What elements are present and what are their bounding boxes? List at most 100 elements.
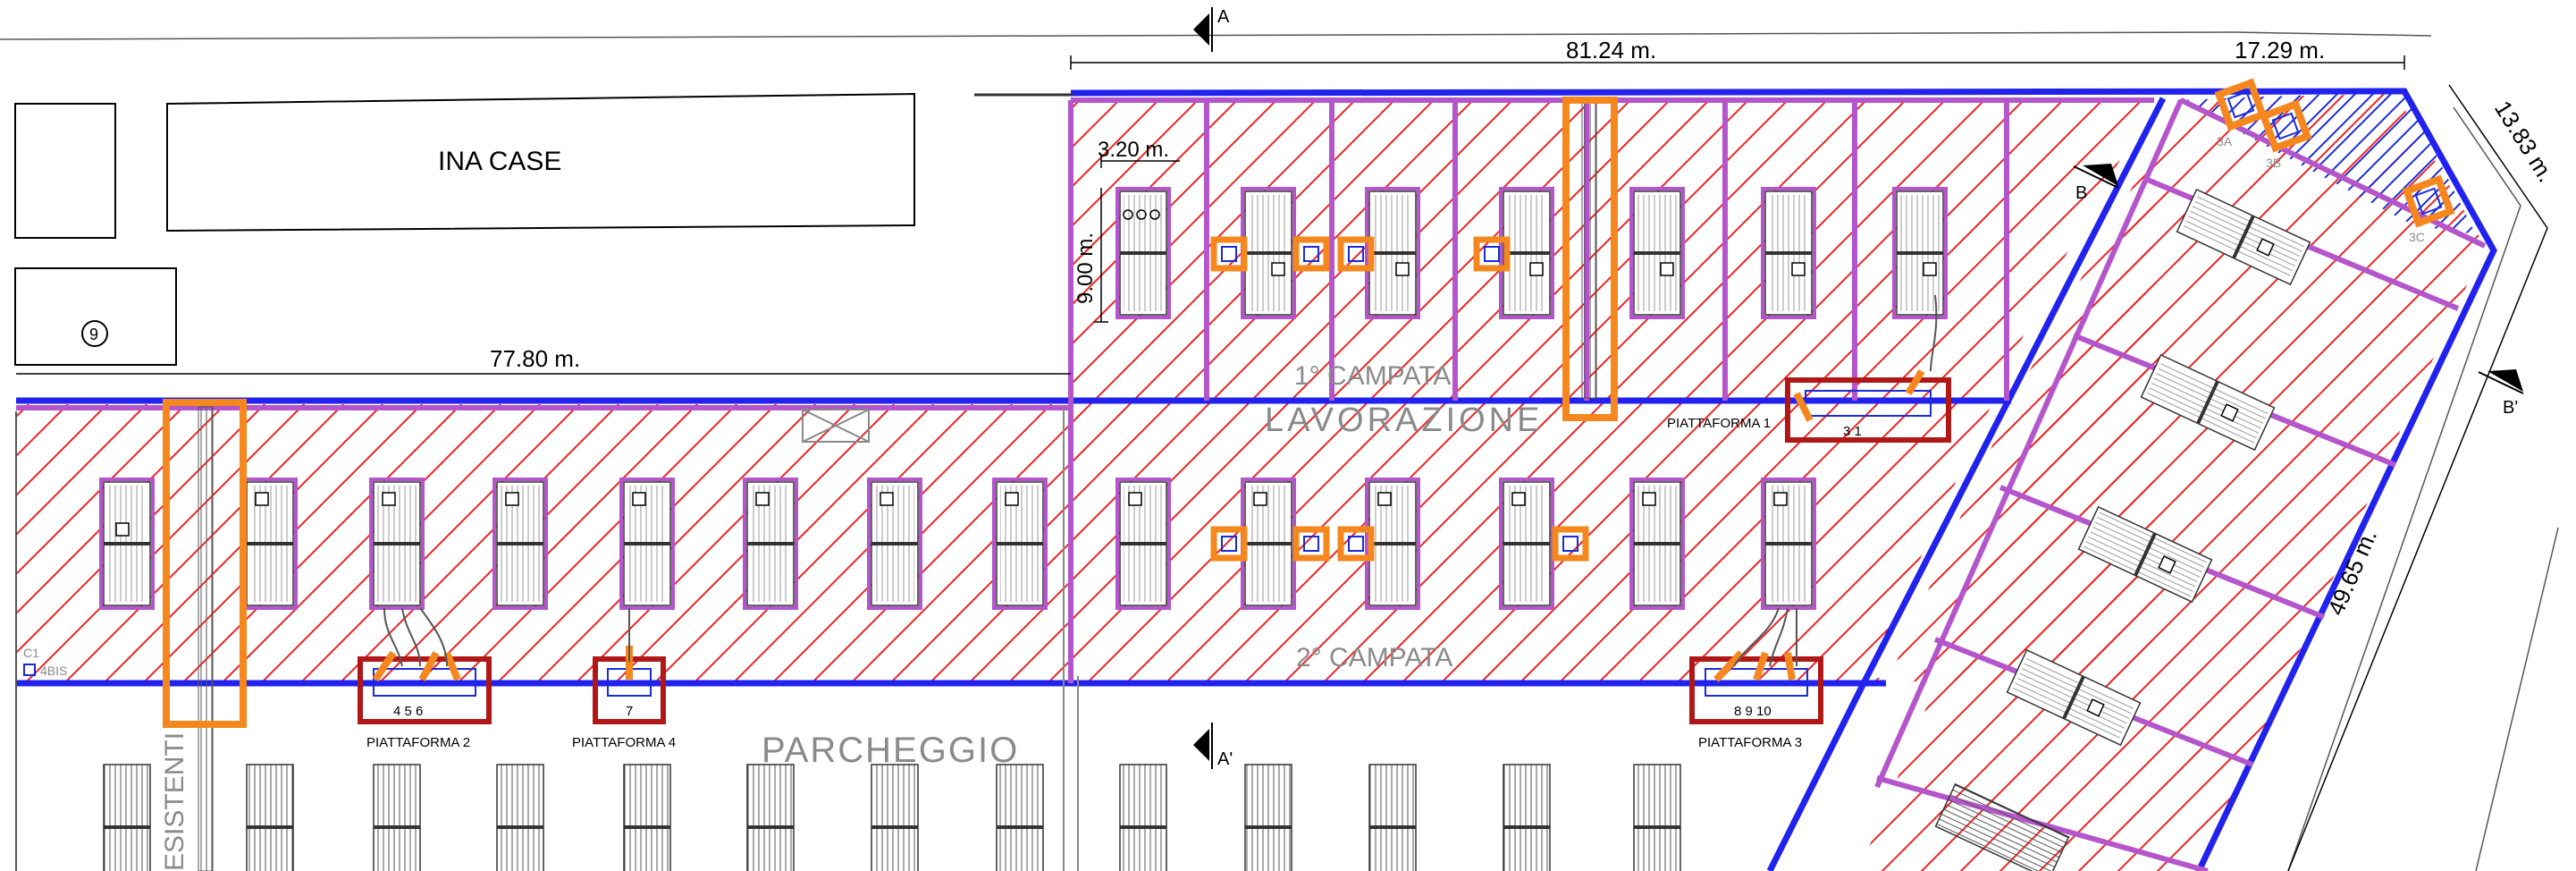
section-b-prime-label: B'	[2503, 398, 2518, 418]
section-a-prime-label: A'	[1217, 749, 1233, 769]
machine	[1629, 187, 1685, 319]
parking-rack	[246, 764, 294, 871]
section-marker-a	[1193, 7, 1213, 52]
dim-corner-length: 17.29 m.	[2235, 37, 2325, 63]
machine	[1499, 478, 1554, 610]
machine	[369, 478, 425, 610]
machine-rotated	[2176, 188, 2311, 286]
section-b-label: B	[2075, 183, 2087, 203]
machine	[867, 478, 922, 610]
parking-rack	[1244, 764, 1292, 871]
section-marker-a-prime	[1193, 723, 1213, 769]
machine	[1629, 478, 1685, 610]
platform-2-numbers: 4 5 6	[393, 704, 423, 719]
equipment-square	[1473, 236, 1511, 272]
machine	[1365, 478, 1420, 610]
equipment-square	[1292, 236, 1330, 272]
machine	[1115, 187, 1171, 319]
dimension-lines	[16, 55, 2548, 871]
tag-c1: C1	[23, 646, 39, 660]
machine	[1761, 187, 1816, 319]
machine	[99, 478, 155, 610]
c1-marker	[23, 664, 36, 676]
dim-bay-width: 3.20 m.	[1098, 138, 1169, 162]
dim-left-length: 77.80 m.	[490, 345, 580, 372]
shelving-left	[163, 399, 247, 871]
parking-rack	[746, 764, 795, 871]
valve-circle	[1123, 209, 1133, 220]
section-marker-b-prime	[2478, 369, 2524, 394]
lot-number: 9	[89, 326, 98, 343]
tag-3a: 3A	[2217, 134, 2233, 148]
machine	[1761, 478, 1816, 610]
lavorazione-label: LAVORAZIONE	[1265, 402, 1543, 439]
parking-rack	[1119, 764, 1167, 871]
shelving-top	[1562, 97, 1618, 421]
valve-circle	[1149, 209, 1160, 220]
equipment-square	[1210, 526, 1248, 562]
machine	[1241, 478, 1296, 610]
platform-3-label: PIATTAFORMA 3	[1698, 735, 1802, 750]
machine	[992, 478, 1048, 610]
parking-rack	[1503, 764, 1551, 871]
parking-rack	[871, 764, 919, 871]
parking-racks	[103, 764, 2070, 871]
platform-2-label: PIATTAFORMA 2	[366, 735, 470, 750]
tag-3c: 3C	[2409, 230, 2425, 244]
parking-rack	[1633, 764, 1681, 871]
machine	[1499, 187, 1554, 319]
equipment-square	[1337, 236, 1375, 272]
equipment-square	[1552, 526, 1589, 562]
parking-rack	[103, 764, 151, 871]
esistenti-label: ESISTENTI	[160, 732, 189, 871]
site-boundary	[0, 31, 2559, 871]
dim-diagonal-short: 13.83 m.	[2489, 96, 2560, 187]
equipment-square	[1210, 236, 1248, 272]
envelope-symbol	[802, 409, 870, 443]
platform-4-label: PIATTAFORMA 4	[572, 735, 676, 750]
equipment-square	[1337, 526, 1375, 562]
machine	[619, 478, 675, 610]
platform-1	[1785, 294, 1951, 443]
parking-rack	[496, 764, 544, 871]
machine	[242, 478, 298, 610]
platform-4	[593, 608, 666, 724]
tag-c1-bis: 4BIS	[40, 664, 67, 678]
parking-rack	[1368, 764, 1417, 871]
platform-3	[1689, 607, 1823, 724]
valve-circle	[1136, 209, 1147, 220]
platform-2	[358, 607, 492, 724]
platform-1-numbers: 3 1	[1843, 424, 1862, 439]
dim-top-length: 81.24 m.	[1566, 37, 1656, 63]
lot-number-circle	[81, 320, 108, 347]
machines	[99, 187, 2311, 747]
platform-4-numbers: 7	[626, 704, 633, 719]
campata-1-label: 1° CAMPATA	[1294, 361, 1451, 391]
platform-1-label: PIATTAFORMA 1	[1667, 416, 1771, 431]
machine	[1115, 478, 1171, 610]
machine-rotated	[2140, 353, 2276, 452]
section-a-label: A	[1217, 7, 1230, 27]
machine	[1365, 187, 1420, 319]
ina-case-label: INA CASE	[438, 147, 561, 176]
corner-equipment	[2214, 78, 2455, 228]
machine	[1241, 187, 1296, 319]
parking-rack	[623, 764, 671, 871]
parking-rack-rotated	[1934, 782, 2070, 871]
machine	[743, 478, 798, 610]
machine-rotated	[2077, 505, 2213, 604]
orange-equipment	[1210, 236, 1589, 562]
machine-rotated	[2006, 648, 2142, 747]
machine	[492, 478, 548, 610]
corner-equipment-inner	[2227, 90, 2443, 216]
parking-rack	[996, 764, 1044, 871]
dim-bay-depth: 9.00 m.	[1073, 233, 1098, 304]
ina-case-building	[14, 92, 915, 366]
equipment-square	[1292, 526, 1330, 562]
campata-2-label: 2° CAMPATA	[1296, 643, 1452, 672]
tag-3b: 3B	[2266, 156, 2281, 170]
platform-3-numbers: 8 9 10	[1734, 704, 1772, 719]
section-marker-b	[2073, 164, 2119, 189]
parcheggio-label: PARCHEGGIO	[762, 731, 1019, 770]
